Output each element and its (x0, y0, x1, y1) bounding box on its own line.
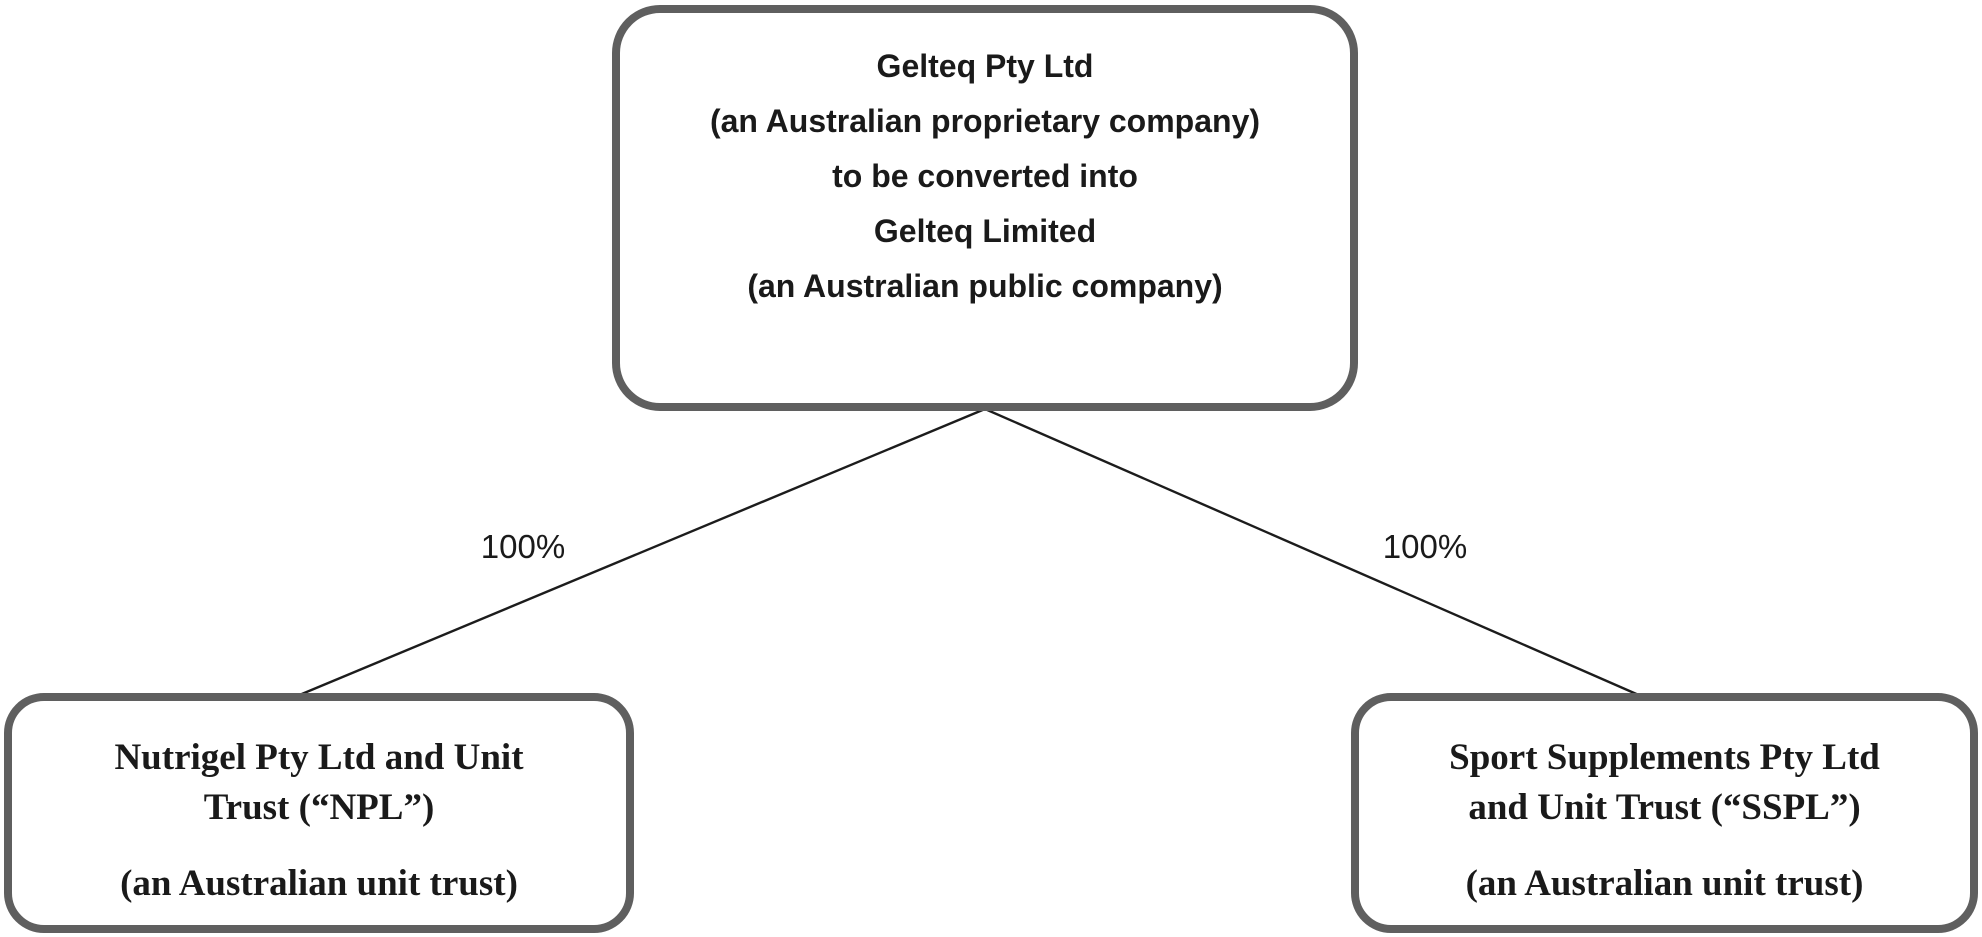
child-entity-box-npl: Nutrigel Pty Ltd and Unit Trust (“NPL”) … (4, 693, 634, 933)
sspl-descriptor: (an Australian unit trust) (1465, 863, 1864, 904)
ownership-line-right (984, 407, 1642, 698)
sspl-name-line-2: and Unit Trust (“SSPL”) (1468, 787, 1861, 828)
ownership-percentage-right: 100% (1382, 528, 1468, 565)
ownership-percentage-left: 100% (480, 528, 566, 565)
parent-converted-descriptor: (an Australian public company) (747, 268, 1223, 304)
npl-name-line-2: Trust (“NPL”) (203, 787, 435, 828)
parent-conversion-note: to be converted into (832, 158, 1138, 194)
sspl-name-line-1: Sport Supplements Pty Ltd (1449, 737, 1880, 778)
parent-entity-descriptor: (an Australian proprietary company) (709, 103, 1261, 139)
parent-entity-box: Gelteq Pty Ltd (an Australian proprietar… (612, 5, 1358, 411)
parent-converted-name: Gelteq Limited (873, 213, 1097, 249)
npl-descriptor: (an Australian unit trust) (120, 863, 518, 904)
npl-name-line-1: Nutrigel Pty Ltd and Unit (114, 737, 524, 778)
ownership-line-left (296, 407, 986, 698)
parent-entity-name: Gelteq Pty Ltd (876, 48, 1094, 84)
child-entity-box-sspl: Sport Supplements Pty Ltd and Unit Trust… (1351, 693, 1978, 933)
